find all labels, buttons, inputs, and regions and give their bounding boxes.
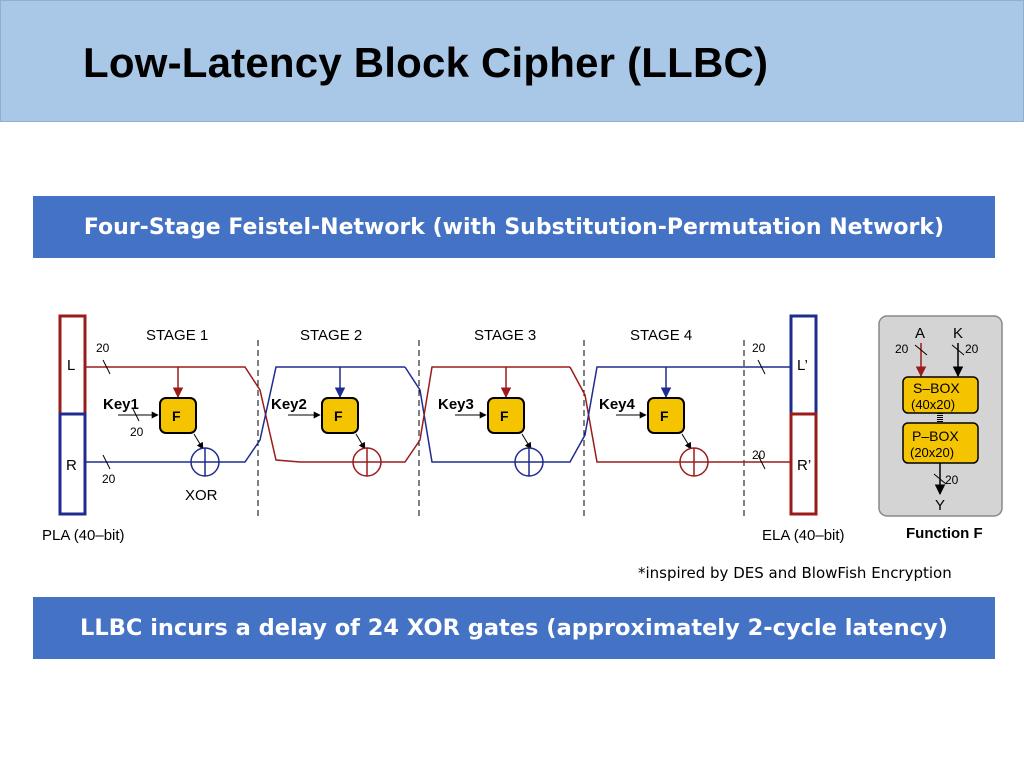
pbox-label: P–BOX (912, 428, 959, 444)
wire-red-cross3 (569, 366, 680, 463)
key-label-3: Key3 (438, 396, 474, 413)
function-width-k: 20 (965, 342, 979, 356)
f-box-2-label: F (334, 408, 343, 424)
function-output-y: Y (935, 497, 945, 514)
f-box-4 (647, 397, 685, 434)
sbox-size: (40x20) (911, 397, 955, 412)
input-left-label: L (67, 357, 75, 374)
stage-label-1: STAGE 1 (146, 327, 208, 344)
xor-gate-1 (190, 447, 220, 477)
xor-gate-2 (352, 447, 382, 477)
input-right-half (58, 412, 87, 516)
key-label-2: Key2 (271, 396, 307, 413)
width-label: 20 (752, 341, 766, 355)
function-width-out: 20 (945, 473, 959, 487)
f-box-2 (321, 397, 359, 434)
key-label-1: Key1 (103, 396, 139, 413)
f-to-xor-3 (521, 433, 532, 450)
f-box-1 (159, 397, 197, 434)
title-bar: Low-Latency Block Cipher (LLBC) (0, 0, 1024, 122)
f-to-xor-4 (681, 433, 692, 450)
width-tick (102, 359, 111, 375)
function-caption: Function F (906, 525, 983, 542)
f-box-4-label: F (660, 408, 669, 424)
width-label: 20 (752, 448, 766, 462)
xor-gate-3 (514, 447, 544, 477)
wire-blue-out1 (219, 366, 300, 463)
sbox-label: S–BOX (913, 380, 960, 396)
function-input-a: A (915, 325, 925, 342)
width-tick (933, 473, 947, 485)
width-tick (757, 454, 766, 470)
width-tick (951, 344, 965, 356)
subtitle-banner: Four-Stage Feistel-Network (with Substit… (33, 196, 995, 258)
footnote: *inspired by DES and BlowFish Encryption (638, 564, 952, 582)
width-tick (132, 408, 140, 422)
width-label: 20 (102, 472, 116, 486)
xor-label: XOR (185, 487, 218, 504)
page-title: Low-Latency Block Cipher (LLBC) (83, 39, 769, 86)
width-tick (102, 454, 111, 470)
function-input-k: K (953, 325, 963, 342)
f-box-3-label: F (500, 408, 509, 424)
input-block-label: PLA (40–bit) (42, 527, 125, 544)
stage-label-2: STAGE 2 (300, 327, 362, 344)
output-right-label: R’ (797, 457, 811, 474)
f-to-xor-2 (355, 433, 366, 450)
pbox-size: (20x20) (910, 445, 954, 460)
f-to-xor-1 (193, 433, 204, 450)
wire-red-stage1 (85, 366, 301, 463)
function-width-a: 20 (895, 342, 909, 356)
width-label: 20 (96, 341, 110, 355)
wire-blue-cross2 (404, 366, 515, 463)
width-label: 20 (130, 425, 144, 439)
output-block-label: ELA (40–bit) (762, 527, 845, 544)
input-right-label: R (66, 457, 77, 474)
f-box-3 (487, 397, 525, 434)
width-tick (757, 359, 766, 375)
stage-label-4: STAGE 4 (630, 327, 692, 344)
key-label-4: Key4 (599, 396, 636, 413)
output-right-half (789, 412, 818, 516)
wire-red-cross2 (381, 366, 470, 463)
output-left-label: L’ (797, 357, 808, 374)
xor-gate-4 (679, 447, 709, 477)
f-box-1-label: F (172, 408, 181, 424)
wire-blue-cross3 (543, 366, 791, 463)
stage-label-3: STAGE 3 (474, 327, 536, 344)
width-tick (914, 344, 928, 356)
bottom-banner: LLBC incurs a delay of 24 XOR gates (app… (33, 597, 995, 659)
